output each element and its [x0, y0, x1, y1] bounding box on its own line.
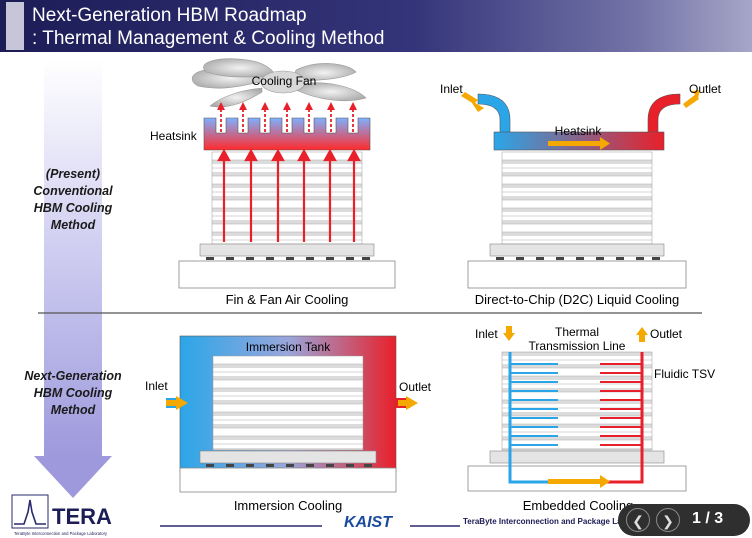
chevron-right-icon: ❯ — [662, 513, 674, 529]
prev-slide-button[interactable]: ❮ — [626, 508, 650, 532]
immersion-inlet-arrow — [166, 396, 188, 410]
immersion-interposer — [199, 450, 377, 464]
d2c-inlet-label: Inlet — [440, 82, 463, 96]
immersion-bumps — [206, 464, 372, 467]
embedded-inlet-label: Inlet — [475, 327, 498, 341]
embedded-caption: Embedded Cooling — [523, 498, 634, 513]
thermal-line-label-1: Thermal — [555, 325, 599, 339]
embedded-hbm-stack — [501, 351, 653, 451]
present-label-3: HBM Cooling — [34, 201, 113, 215]
side-arrow — [34, 60, 112, 498]
embedded-flow-arrow — [548, 475, 610, 488]
immersion-substrate — [179, 467, 397, 493]
d2c-substrate — [467, 260, 687, 289]
embedded-outlet-arrow — [636, 327, 648, 342]
lab-name: TeraByte Interconnection and Package Lab… — [463, 517, 655, 526]
fan-heatsink — [203, 117, 371, 151]
present-label-4: Method — [51, 218, 96, 232]
immersion-hbm-stack — [212, 355, 364, 451]
d2c-outlet-pipe — [647, 93, 681, 137]
fan-bumps — [206, 257, 370, 260]
d2c-outlet-arrow — [683, 90, 700, 108]
present-label-1: (Present) — [46, 167, 100, 181]
d2c-hbm-stack — [501, 151, 653, 245]
fan-heatsink-label: Heatsink — [150, 129, 198, 143]
tera-logo-subtitle: TeraByte Interconnection and Package Lab… — [14, 531, 108, 536]
d2c-bumps — [496, 257, 660, 260]
cooling-fan-label: Cooling Fan — [252, 74, 317, 88]
embedded-cooling-panel: Inlet Outlet Thermal Transmission Line F… — [467, 325, 715, 513]
fan-interposer — [199, 243, 375, 257]
immersion-outlet-label: Outlet — [399, 380, 432, 394]
fan-heat-arrows — [217, 148, 361, 242]
fan-hbm-stack — [211, 151, 363, 245]
d2c-outlet-label: Outlet — [689, 82, 722, 96]
tera-logo-text: TERA — [52, 504, 112, 529]
embedded-outlet-label: Outlet — [650, 327, 683, 341]
immersion-outlet-arrow — [396, 396, 418, 410]
d2c-interposer — [489, 243, 665, 257]
embedded-cold-channels — [510, 363, 558, 446]
chevron-left-icon: ❮ — [632, 513, 644, 529]
fan-caption: Fin & Fan Air Cooling — [226, 292, 349, 307]
next-slide-button[interactable]: ❯ — [656, 508, 680, 532]
title-line-2: : Thermal Management & Cooling Method — [32, 28, 385, 49]
fan-air-arrows — [220, 109, 354, 132]
title-accent — [6, 2, 24, 50]
next-label-1: Next-Generation — [24, 369, 122, 383]
d2c-caption: Direct-to-Chip (D2C) Liquid Cooling — [475, 292, 679, 307]
present-label-2: Conventional — [33, 184, 113, 198]
title-bar: Next-Generation HBM Roadmap : Thermal Ma… — [0, 0, 752, 52]
fluidic-tsv-label: Fluidic TSV — [654, 367, 715, 381]
title-line-1: Next-Generation HBM Roadmap — [32, 5, 307, 26]
next-label-3: Method — [51, 403, 96, 417]
d2c-inlet-arrow — [461, 92, 484, 112]
d2c-cooling-panel: Heatsink Inlet Outlet — [440, 82, 722, 307]
embedded-substrate — [467, 465, 687, 492]
next-label-2: HBM Cooling — [34, 386, 113, 400]
slide-pager: ❮ ❯ 1 / 3 — [618, 504, 750, 536]
immersion-tank-label: Immersion Tank — [246, 340, 331, 354]
d2c-flow-arrow — [548, 137, 610, 150]
kaist-logo: KAIST — [344, 514, 393, 531]
immersion-inlet-label: Inlet — [145, 379, 168, 393]
page-indicator: 1 / 3 — [692, 510, 724, 527]
embedded-hot-channels — [600, 363, 641, 446]
tera-logo: TERA TeraByte Interconnection and Packag… — [11, 494, 112, 536]
cooling-fan-icon — [191, 58, 367, 108]
fan-substrate — [178, 260, 396, 289]
d2c-inlet-pipe — [477, 93, 511, 137]
d2c-heatsink-label: Heatsink — [555, 124, 603, 138]
immersion-caption: Immersion Cooling — [234, 498, 342, 513]
immersion-cooling-panel: Immersion Tank — [145, 335, 432, 513]
embedded-inlet-arrow — [503, 326, 515, 341]
thermal-line-label-2: Transmission Line — [529, 339, 626, 353]
embedded-interposer — [489, 450, 665, 464]
fan-cooling-panel: Cooling Fan Heatsink — [150, 58, 396, 307]
fan-air-arrowheads — [217, 102, 357, 110]
